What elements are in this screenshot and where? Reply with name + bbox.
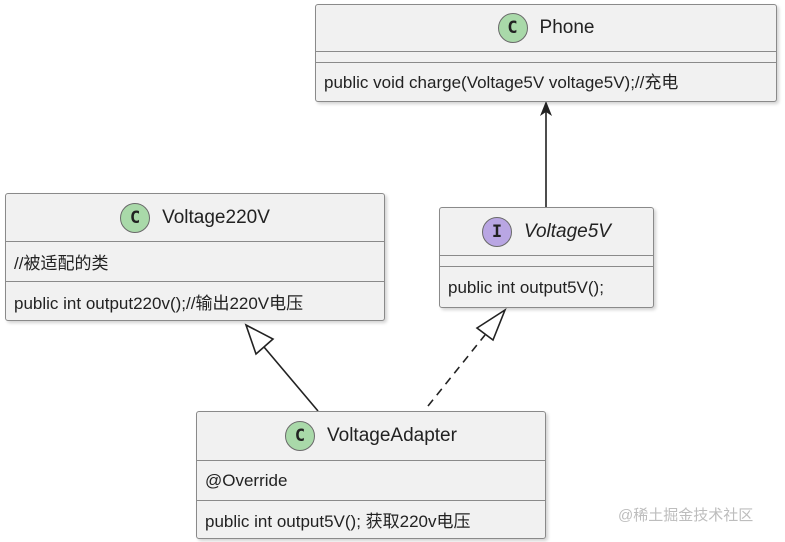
class-c-icon: C bbox=[285, 421, 316, 451]
interface-voltage5v-header: I Voltage5V bbox=[440, 208, 653, 255]
class-voltageadapter[interactable]: C VoltageAdapter @Override public int ou… bbox=[196, 411, 546, 539]
method-row: public int output5V(); 获取220v电压 bbox=[197, 500, 545, 538]
class-name: VoltageAdapter bbox=[327, 425, 457, 446]
class-phone[interactable]: C Phone public void charge(Voltage5V vol… bbox=[315, 4, 777, 102]
method-row: public int output220v();//输出220V电压 bbox=[6, 281, 384, 320]
class-c-icon: C bbox=[120, 202, 151, 233]
method-text: public int output220v();//输出220V电压 bbox=[14, 293, 304, 313]
class-voltage220v[interactable]: C Voltage220V //被适配的类 public int output2… bbox=[5, 193, 385, 321]
class-voltage220v-header: C Voltage220V bbox=[6, 194, 384, 241]
interface-name: Voltage5V bbox=[524, 220, 611, 242]
edge-adapter-to-voltage220v-triangle bbox=[244, 323, 275, 356]
class-name: Phone bbox=[539, 17, 595, 38]
method-text: public void charge(Voltage5V voltage5V);… bbox=[324, 73, 679, 92]
fields-divider bbox=[440, 255, 653, 266]
edge-adapter-to-voltage5v bbox=[427, 334, 486, 407]
method-row: public void charge(Voltage5V voltage5V);… bbox=[316, 62, 776, 98]
method-text: public int output5V(); bbox=[448, 277, 604, 297]
interface-i-icon: I bbox=[482, 216, 512, 247]
class-c-icon: C bbox=[497, 13, 528, 43]
edge-voltage5v-to-phone-arrowhead bbox=[540, 101, 552, 116]
watermark: @稀土掘金技术社区 bbox=[618, 507, 754, 524]
class-name: Voltage220V bbox=[162, 206, 270, 228]
field-row: @Override bbox=[197, 460, 545, 500]
field-row: //被适配的类 bbox=[6, 241, 384, 281]
edge-adapter-to-voltage220v bbox=[263, 346, 319, 412]
method-text: public int output5V(); 获取220v电压 bbox=[205, 512, 471, 531]
method-row: public int output5V(); bbox=[440, 266, 653, 308]
edge-adapter-to-voltage5v-triangle bbox=[475, 307, 507, 342]
fields-divider bbox=[316, 51, 776, 62]
field-text: //被适配的类 bbox=[14, 254, 109, 273]
field-text: @Override bbox=[205, 470, 288, 490]
class-phone-header: C Phone bbox=[316, 5, 776, 51]
class-voltageadapter-header: C VoltageAdapter bbox=[197, 412, 545, 460]
interface-voltage5v[interactable]: I Voltage5V public int output5V(); bbox=[439, 207, 654, 308]
